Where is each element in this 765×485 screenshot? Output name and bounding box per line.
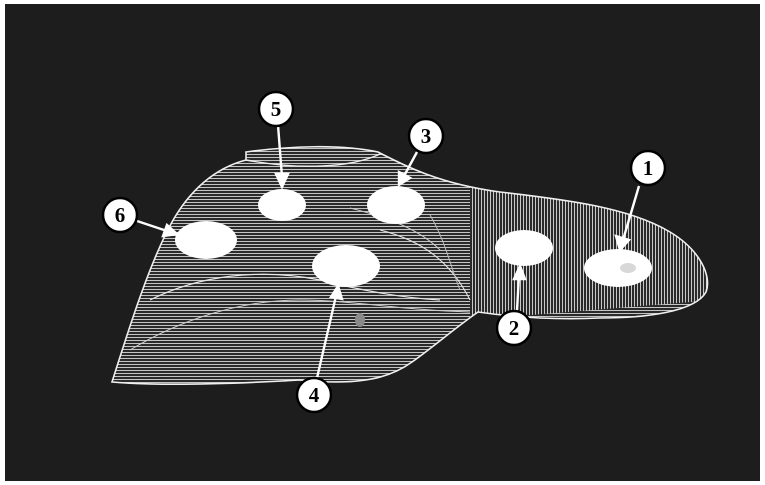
callout-6: 6: [103, 198, 137, 232]
svg-text:6: 6: [115, 203, 126, 227]
marker-disc-3: [367, 186, 425, 224]
callout-1: 1: [631, 151, 665, 185]
callout-3: 3: [409, 119, 443, 153]
svg-text:2: 2: [509, 316, 520, 340]
marker-disc-2: [495, 230, 553, 266]
svg-text:5: 5: [271, 97, 282, 121]
marker-disc-6: [175, 221, 237, 259]
callout-4: 4: [297, 378, 331, 412]
svg-text:4: 4: [309, 383, 320, 407]
marker-disc-1: [584, 249, 652, 287]
callout-2: 2: [497, 311, 531, 345]
callout-5: 5: [259, 92, 293, 126]
svg-text:1: 1: [643, 156, 654, 180]
marker-disc-4: [312, 245, 380, 287]
svg-text:3: 3: [421, 124, 432, 148]
marker-disc-5: [258, 189, 306, 221]
